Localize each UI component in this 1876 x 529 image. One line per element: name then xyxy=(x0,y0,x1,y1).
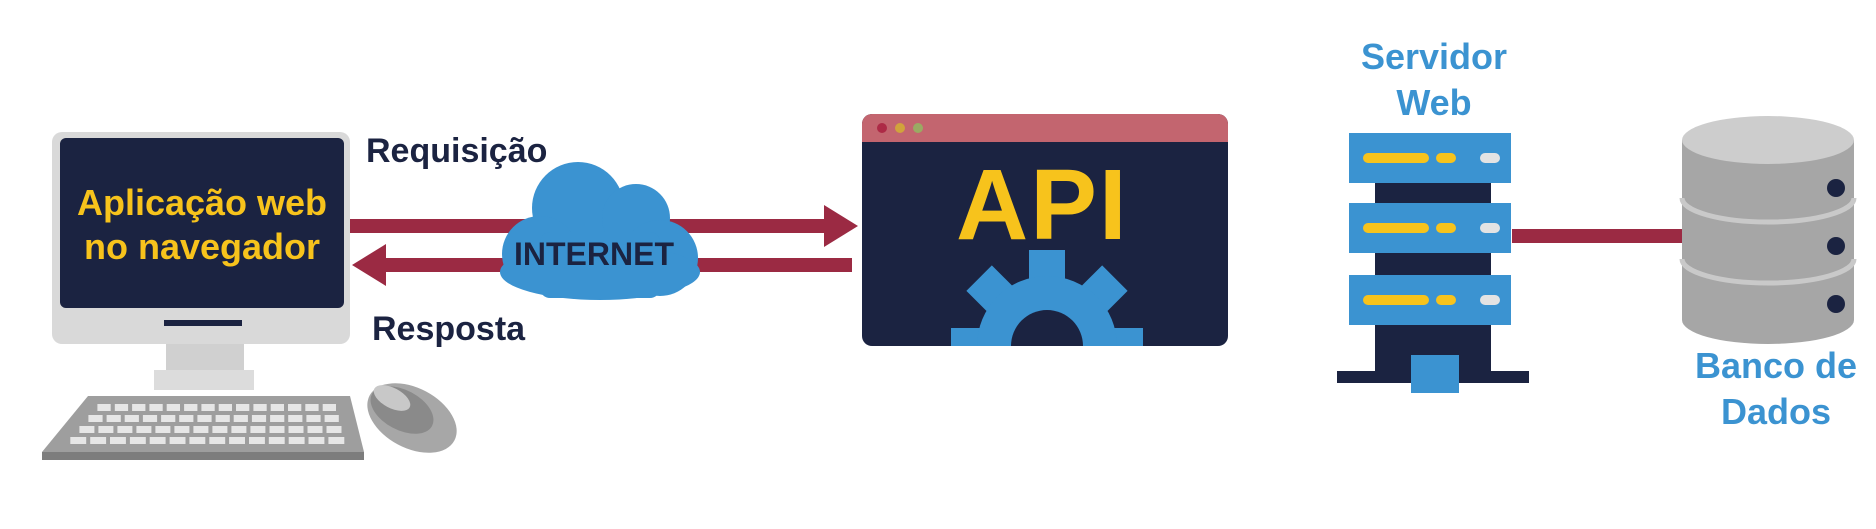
database-label-line1: Banco de xyxy=(1694,345,1858,386)
api-window-icon xyxy=(862,114,1228,442)
internet-label: INTERNET xyxy=(514,236,674,272)
keyboard-key xyxy=(308,437,325,444)
keyboard-key xyxy=(270,415,285,422)
screen-label-line1: Aplicação web xyxy=(76,182,328,223)
keyboard-key xyxy=(201,404,215,411)
keyboard-key xyxy=(193,426,209,433)
monitor-neck xyxy=(166,344,244,372)
keyboard-key xyxy=(268,437,285,444)
keyboard-key xyxy=(236,404,250,411)
keyboard-key xyxy=(270,404,284,411)
keyboard-key xyxy=(218,404,232,411)
db-indicator-2 xyxy=(1827,237,1845,255)
keyboard-key xyxy=(70,437,87,444)
keyboard-key xyxy=(307,426,323,433)
keyboard-key xyxy=(231,426,247,433)
server-unit xyxy=(1349,275,1511,325)
response-label: Resposta xyxy=(372,310,526,348)
mouse-icon xyxy=(367,383,457,453)
keyboard-key xyxy=(288,415,303,422)
keyboard-key xyxy=(114,404,129,411)
keyboard-key xyxy=(90,437,107,444)
keyboard-key xyxy=(229,437,245,444)
keyboard-key xyxy=(174,426,190,433)
keyboard-key xyxy=(250,426,266,433)
server-label-line2: Web xyxy=(1396,82,1472,123)
keyboard-key xyxy=(142,415,158,422)
web-server-icon xyxy=(1337,133,1529,393)
keyboard-key xyxy=(233,415,248,422)
keyboard-key xyxy=(161,415,176,422)
api-label: API xyxy=(956,149,1129,261)
gear-tooth xyxy=(1029,402,1065,442)
keyboard-key xyxy=(288,426,304,433)
keyboard-key xyxy=(149,437,166,444)
keyboard-key xyxy=(79,426,95,433)
network-node xyxy=(1411,355,1459,393)
keyboard-key xyxy=(149,404,163,411)
db-indicator-3 xyxy=(1827,295,1845,313)
keyboard-key xyxy=(110,437,126,444)
window-title-bar xyxy=(862,114,1228,142)
keyboard-key xyxy=(166,404,180,411)
keyboard-key xyxy=(155,426,171,433)
monitor-base xyxy=(154,370,254,390)
keyboard-key xyxy=(97,404,111,411)
server-unit xyxy=(1349,133,1511,183)
keyboard-key xyxy=(253,404,267,411)
keyboard-key xyxy=(212,426,228,433)
window-dot-yellow xyxy=(895,123,905,133)
keyboard-key xyxy=(249,437,265,444)
internet-cloud-icon xyxy=(500,162,700,300)
keyboard-key xyxy=(132,404,146,411)
keyboard-key xyxy=(326,426,342,433)
window-dot-red xyxy=(877,123,887,133)
desktop-computer-icon xyxy=(42,132,457,460)
keyboard-key xyxy=(306,415,321,422)
keyboard-key xyxy=(169,437,186,444)
keyboard-key xyxy=(209,437,226,444)
database-icon xyxy=(1679,116,1857,344)
keyboard-key xyxy=(215,415,230,422)
db-indicator-1 xyxy=(1827,179,1845,197)
keyboard-key xyxy=(117,426,133,433)
keyboard-key xyxy=(251,415,267,422)
keyboard-key xyxy=(184,404,198,411)
keyboard-key xyxy=(98,426,114,433)
keyboard-key xyxy=(269,426,285,433)
window-dot-green xyxy=(913,123,923,133)
keyboard-key xyxy=(305,404,319,411)
keyboard-key xyxy=(136,426,152,433)
request-label: Requisição xyxy=(366,132,548,170)
server-unit xyxy=(1349,203,1511,253)
keyboard-key xyxy=(88,415,103,422)
keyboard-key xyxy=(129,437,146,444)
keyboard-key xyxy=(189,437,206,444)
screen-label-line2: no navegador xyxy=(83,226,321,267)
keyboard-key xyxy=(288,404,302,411)
keyboard-key xyxy=(328,437,345,444)
keyboard-key xyxy=(288,437,305,444)
gear-icon xyxy=(951,250,1143,442)
monitor-screen xyxy=(60,138,344,308)
server-label-line1: Servidor xyxy=(1360,36,1508,77)
keyboard-key xyxy=(124,415,139,422)
keyboard-key xyxy=(324,415,339,422)
monitor-slot xyxy=(164,320,242,326)
keyboard-icon xyxy=(42,396,364,460)
keyboard-key xyxy=(197,415,212,422)
gear-tooth xyxy=(1074,373,1128,427)
server-db-connector xyxy=(1512,229,1684,243)
keyboard-key xyxy=(106,415,121,422)
keyboard-key xyxy=(322,404,336,411)
keyboard-key xyxy=(179,415,194,422)
database-label-line2: Dados xyxy=(1720,391,1832,432)
gear-tooth xyxy=(966,373,1020,427)
